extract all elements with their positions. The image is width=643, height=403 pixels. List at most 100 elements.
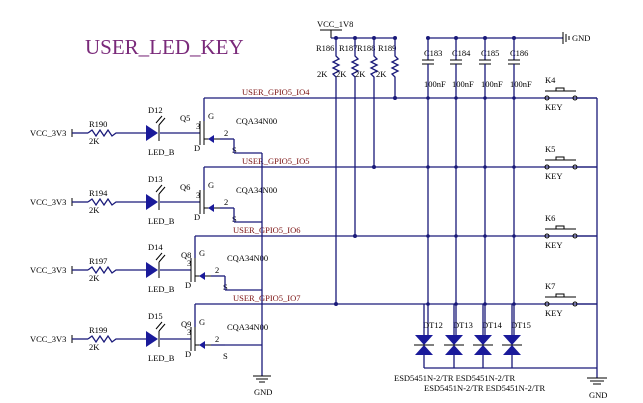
net-label: USER_GPIO5_IO4 <box>242 87 310 97</box>
led-triangle <box>146 125 158 141</box>
led-ray <box>155 115 163 124</box>
key-ref: K7 <box>545 281 555 291</box>
pullup-ref: R186 <box>316 43 334 53</box>
fet-drain-label: D <box>185 280 191 290</box>
pullup-ref: R189 <box>378 43 396 53</box>
cap-value: 100nF <box>510 79 532 89</box>
led-ref: D13 <box>148 174 163 184</box>
key-label: KEY <box>545 171 562 181</box>
led-ref: D12 <box>148 105 163 115</box>
series-resistor <box>87 265 146 275</box>
junction-dot <box>372 36 376 40</box>
fet-pin2: 2 <box>215 334 219 344</box>
key-label: KEY <box>545 308 562 318</box>
fet-arrow <box>208 204 214 212</box>
led-ray <box>155 252 163 261</box>
tvs-ref: DT13 <box>453 320 473 330</box>
tvs-triangle <box>445 335 463 345</box>
vcc-3v3-label: VCC_3V3 <box>30 128 66 138</box>
pullup-ref: R187 <box>339 43 357 53</box>
fet-part: CQA34N00 <box>236 185 277 195</box>
right-gnd-symbol <box>587 377 607 385</box>
cap-value: 100nF <box>424 79 446 89</box>
cap-ref: C185 <box>481 48 499 58</box>
top-gnd-label: GND <box>572 33 590 43</box>
tvs-part-line1: ESD5451N-2/TR ESD5451N-2/TR <box>394 373 515 383</box>
led-triangle <box>146 194 158 210</box>
tvs-ref: DT15 <box>511 320 531 330</box>
top-gnd-symbol <box>562 32 570 44</box>
fet-pin3: 3 <box>187 327 191 337</box>
series-resistor <box>87 334 146 344</box>
key-ref: K5 <box>545 144 555 154</box>
vcc-3v3-label: VCC_3V3 <box>30 265 66 275</box>
vcc-3v3-label: VCC_3V3 <box>30 197 66 207</box>
led-ref: D14 <box>148 242 163 252</box>
pullup-value: 2K <box>317 69 328 79</box>
key-ref: K4 <box>545 75 556 85</box>
led-ray <box>155 321 163 330</box>
junction-dot <box>334 36 338 40</box>
pullup-value: 2K <box>355 69 366 79</box>
pullup-resistor <box>350 38 360 236</box>
fet-pin3: 3 <box>196 190 200 200</box>
series-resistor-value: 2K <box>89 273 100 283</box>
tvs-triangle <box>503 335 521 345</box>
fet-pin2: 2 <box>215 265 219 275</box>
key-contact <box>544 95 550 101</box>
net-label: USER_GPIO5_IO7 <box>233 293 301 303</box>
tvs-triangle <box>415 335 433 345</box>
tvs-triangle <box>503 345 521 355</box>
right-gnd-label: GND <box>589 390 607 400</box>
tvs-triangle <box>415 345 433 355</box>
fet-arrow <box>199 272 205 280</box>
tvs-part-line2: ESD5451N-2/TR ESD5451N-2/TR <box>424 383 545 393</box>
led-ray <box>158 117 166 126</box>
fet-gate-label: G <box>208 111 214 121</box>
key-label: KEY <box>545 102 562 112</box>
fet-ref: Q6 <box>180 182 190 192</box>
bottom-gnd-symbol <box>253 375 271 383</box>
series-resistor-value: 2K <box>89 136 100 146</box>
key-contact <box>544 301 550 307</box>
series-resistor-ref: R190 <box>89 119 107 129</box>
fet-pin3: 3 <box>187 258 191 268</box>
net-label: USER_GPIO5_IO5 <box>242 156 310 166</box>
led-ray <box>158 323 166 332</box>
led-label: LED_B <box>148 284 175 294</box>
led-label: LED_B <box>148 216 175 226</box>
fet-pin2: 2 <box>224 128 228 138</box>
key-button <box>555 156 565 161</box>
fet-pin3: 3 <box>196 121 200 131</box>
fet-arrow <box>199 341 205 349</box>
key-contact <box>544 164 550 170</box>
fet-drain-label: D <box>194 212 200 222</box>
fet-part: CQA34N00 <box>236 116 277 126</box>
led-ray <box>158 186 166 195</box>
led-triangle <box>146 331 158 347</box>
fet-source-label: S <box>223 351 228 361</box>
pullup-resistor <box>390 38 400 98</box>
pullup-resistor <box>331 38 341 304</box>
series-resistor-value: 2K <box>89 342 100 352</box>
key-button <box>555 87 565 92</box>
fet-gate-label: G <box>208 180 214 190</box>
fet-part: CQA34N00 <box>227 253 268 263</box>
tvs-triangle <box>474 345 492 355</box>
cap-ref: C186 <box>510 48 528 58</box>
led-ref: D15 <box>148 311 163 321</box>
fet-pin2: 2 <box>224 197 228 207</box>
led-ray <box>158 254 166 263</box>
pullup-value: 2K <box>336 69 347 79</box>
vcc-1v8-label: VCC_1V8 <box>317 19 353 29</box>
cap-value: 100nF <box>481 79 503 89</box>
fet-drain-label: D <box>185 349 191 359</box>
pullup-resistor <box>369 38 379 167</box>
tvs-ref: DT12 <box>423 320 443 330</box>
key-label: KEY <box>545 240 562 250</box>
key-ref: K6 <box>545 213 555 223</box>
fet-drain-label: D <box>194 143 200 153</box>
cap-ref: C183 <box>424 48 442 58</box>
